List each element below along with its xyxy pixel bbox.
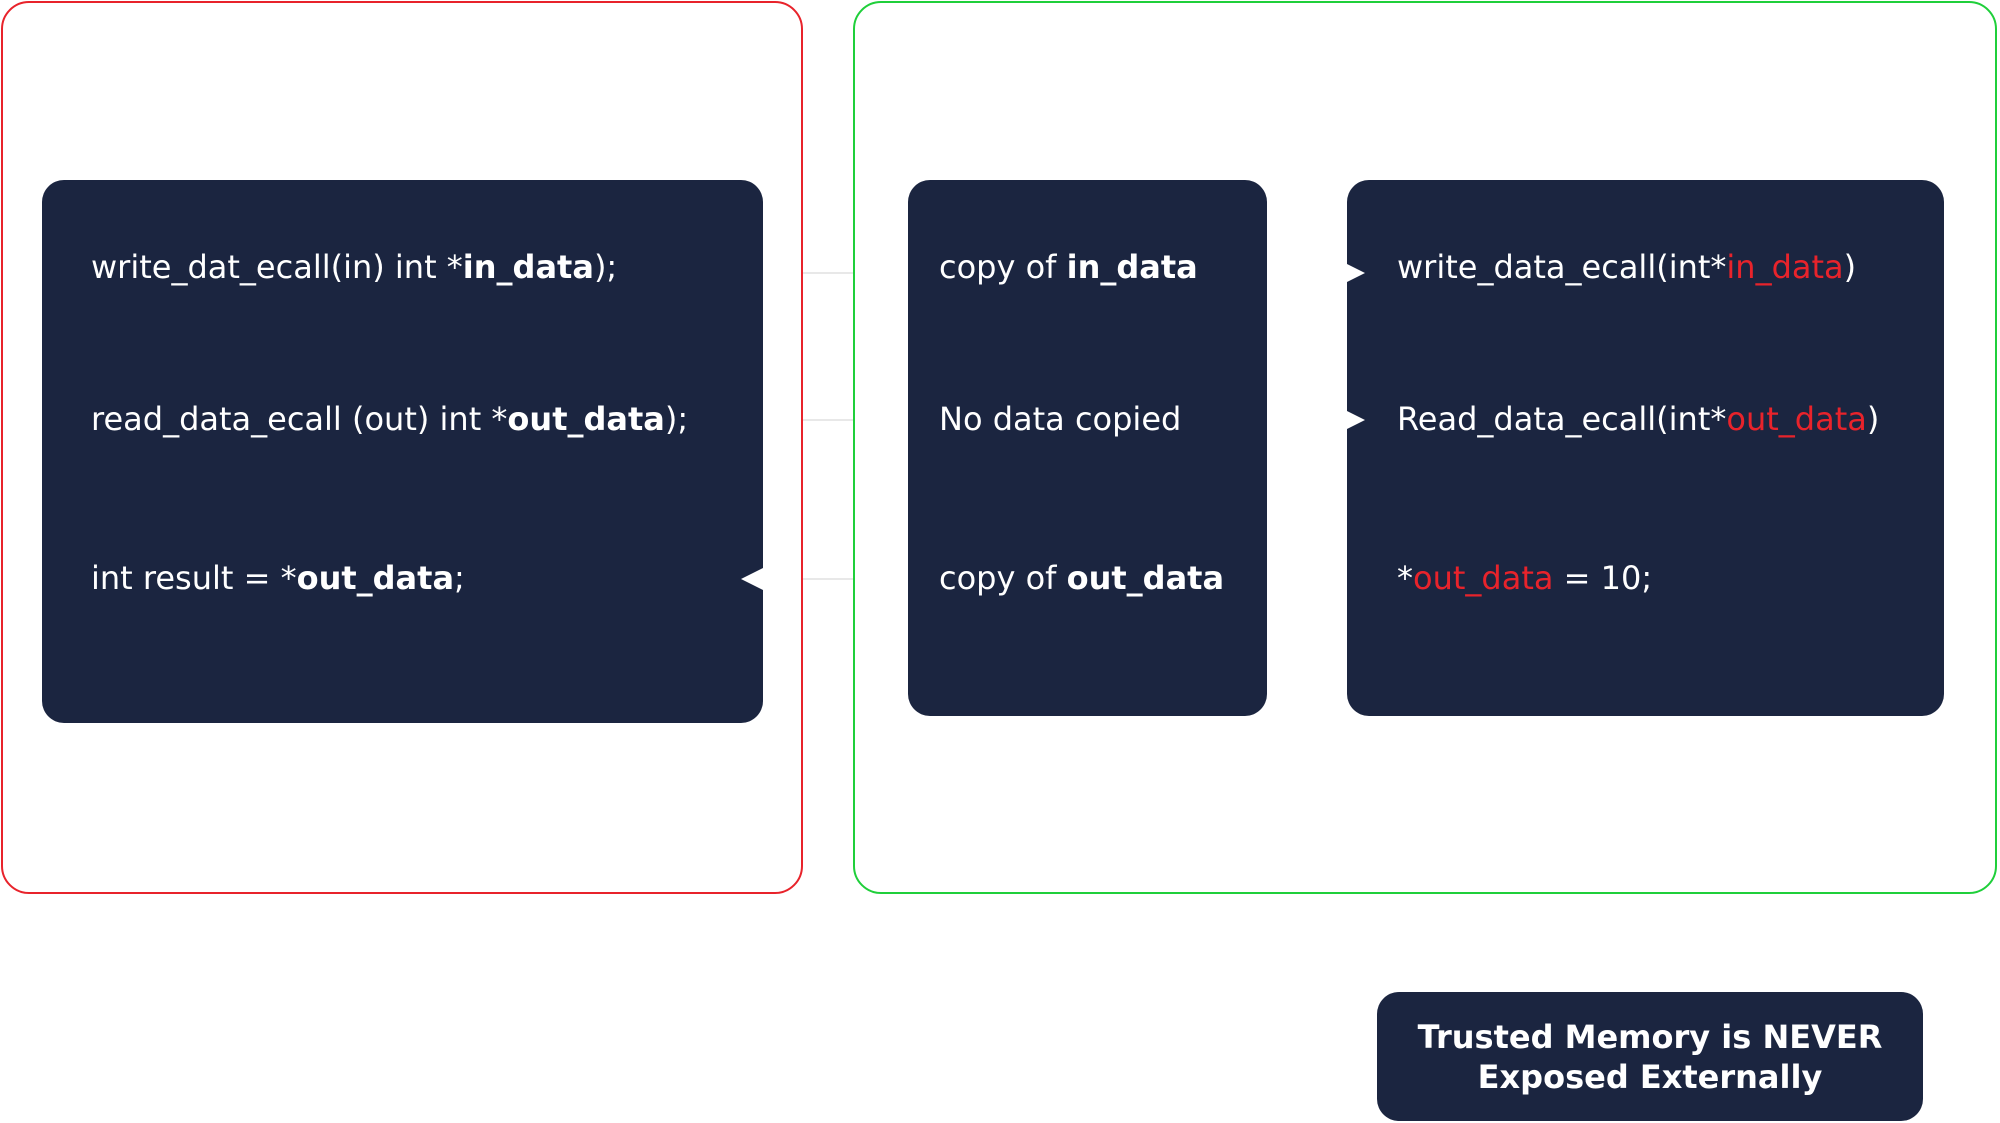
highlight-var: in_data	[1726, 248, 1844, 286]
connector-line	[803, 419, 853, 421]
trusted-memory-note: Trusted Memory is NEVER Exposed External…	[1377, 992, 1923, 1121]
result-arrow-notch	[741, 568, 763, 590]
write-arrow-notch	[1347, 264, 1365, 282]
copy-bridge-panel: copy of in_data No data copied copy of o…	[908, 180, 1267, 716]
enclave-line-read: Read_data_ecall(int*out_data)	[1397, 400, 1880, 438]
untrusted-line-result: int result = *out_data;	[91, 559, 465, 597]
enclave-line-assign: *out_data = 10;	[1397, 559, 1653, 597]
bridge-line-none: No data copied	[939, 400, 1182, 438]
read-arrow-notch	[1347, 411, 1365, 429]
highlight-var: out_data	[1726, 400, 1867, 438]
untrusted-line-read: read_data_ecall (out) int *out_data);	[91, 400, 689, 438]
enclave-code-panel: write_data_ecall(int*in_data) Read_data_…	[1347, 180, 1944, 716]
connector-line	[803, 272, 853, 274]
bridge-line-in: copy of in_data	[939, 248, 1198, 286]
untrusted-memory-region	[1, 1, 803, 894]
bridge-line-out: copy of out_data	[939, 559, 1225, 597]
enclave-line-write: write_data_ecall(int*in_data)	[1397, 248, 1857, 286]
connector-line	[803, 578, 853, 580]
untrusted-code-panel: write_dat_ecall(in) int *in_data); read_…	[42, 180, 763, 723]
highlight-var: out_data	[1413, 559, 1554, 597]
untrusted-line-write: write_dat_ecall(in) int *in_data);	[91, 248, 618, 286]
trusted-memory-region	[853, 1, 1997, 894]
trusted-memory-note-text: Trusted Memory is NEVER Exposed External…	[1417, 1017, 1883, 1096]
